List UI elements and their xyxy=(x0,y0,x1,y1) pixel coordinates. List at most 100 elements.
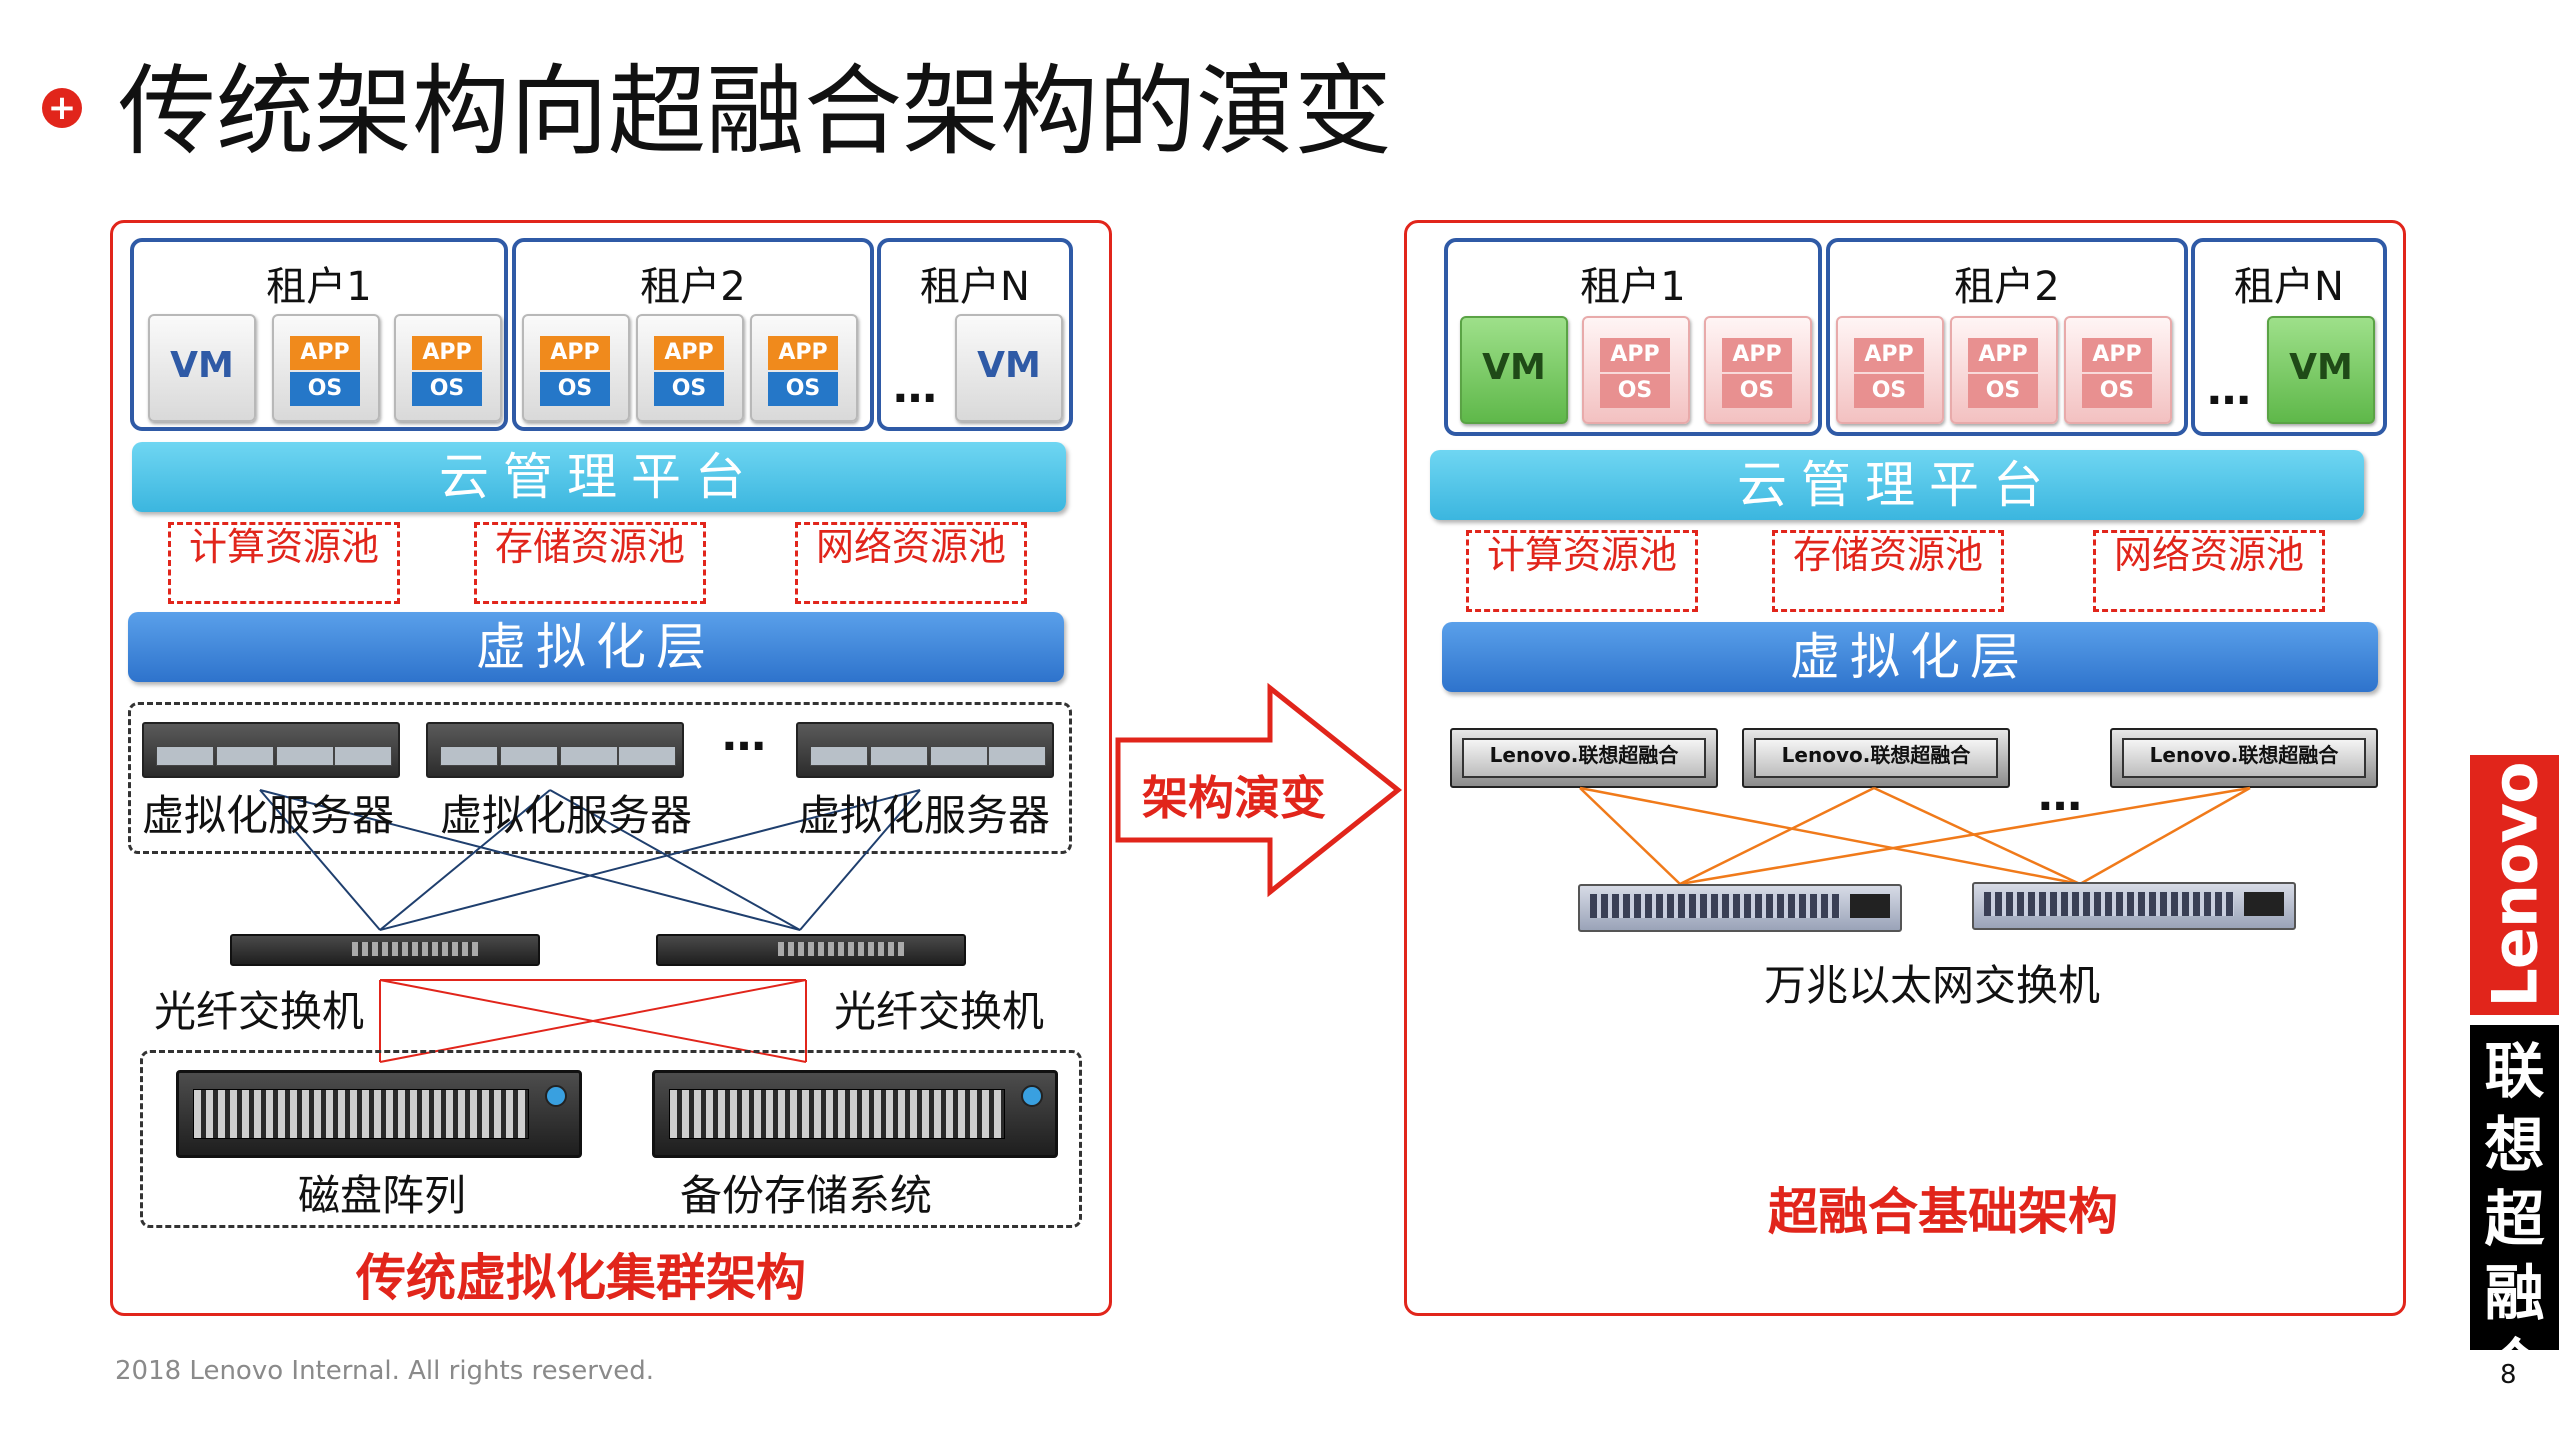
app-label: APP xyxy=(1722,338,1792,372)
hyperconverged-node: Lenovo.联想超融合 xyxy=(1450,728,1718,788)
copyright-footer: 2018 Lenovo Internal. All rights reserve… xyxy=(115,1356,655,1386)
os-label: OS xyxy=(1968,374,2038,408)
server-label: 虚拟化服务器 xyxy=(798,791,1051,840)
storage-pool: 存储资源池 xyxy=(474,522,706,604)
storage-label: 磁盘阵列 xyxy=(298,1171,467,1220)
left-tenant-2: 租户2 APP OS APP OS APP OS xyxy=(512,238,874,431)
link-line xyxy=(379,789,551,931)
right-tenant-2: 租户2 APP OS APP OS APP OS xyxy=(1826,238,2188,436)
right-tenant-1: 租户1 VM APP OS APP OS xyxy=(1444,238,1822,436)
os-label: OS xyxy=(654,372,724,406)
app-os-tile: APP OS xyxy=(1836,316,1944,424)
app-os-tile: APP OS xyxy=(522,314,630,422)
app-label: APP xyxy=(654,336,724,370)
nodes-ellipsis: … xyxy=(2038,770,2082,821)
hyperconverged-architecture-caption: 超融合基础架构 xyxy=(1768,1183,2118,1241)
link-line xyxy=(1873,786,2081,886)
compute-pool: 计算资源池 xyxy=(168,522,400,604)
network-pool: 网络资源池 xyxy=(2093,530,2325,612)
server-label: 虚拟化服务器 xyxy=(440,791,693,840)
storage-pool: 存储资源池 xyxy=(1772,530,2004,612)
virtualization-server xyxy=(426,722,684,778)
link-line xyxy=(2079,786,2251,886)
page-title: 传统架构向超融合架构的演变 xyxy=(118,55,1393,169)
link-line xyxy=(1679,786,1875,886)
app-label: APP xyxy=(1968,338,2038,372)
link-line xyxy=(379,789,921,931)
tenant-label: 租户1 xyxy=(266,264,372,310)
ethernet-switch xyxy=(1972,882,2296,930)
right-tenant-n: 租户N … VM xyxy=(2191,238,2387,436)
tenant-label: 租户N xyxy=(2234,264,2344,310)
evolution-label: 架构演变 xyxy=(1142,771,1326,825)
app-os-tile: APP OS xyxy=(636,314,744,422)
node-label: Lenovo.联想超融合 xyxy=(1754,738,1998,778)
hyperconverged-node: Lenovo.联想超融合 xyxy=(1742,728,2010,788)
tenant-label: 租户2 xyxy=(1954,264,2060,310)
tenant-label: 租户N xyxy=(920,264,1030,310)
right-connection-lines xyxy=(1579,786,2251,886)
left-tenant-1: 租户1 VM APP OS APP OS xyxy=(130,238,508,431)
storage-group xyxy=(140,1050,1082,1228)
link-line xyxy=(1679,786,2251,886)
plus-circle-icon: + xyxy=(42,88,82,128)
server-label: 虚拟化服务器 xyxy=(142,791,395,840)
ellipsis: … xyxy=(2207,364,2251,415)
fc-switch-label: 光纤交换机 xyxy=(154,987,365,1036)
vm-tile: VM xyxy=(148,314,256,422)
compute-pool: 计算资源池 xyxy=(1466,530,1698,612)
servers-ellipsis: … xyxy=(722,710,766,761)
app-os-tile: APP OS xyxy=(1582,316,1690,424)
app-os-tile: APP OS xyxy=(394,314,502,422)
vm-tile: VM xyxy=(1460,316,1568,424)
link-line xyxy=(1579,786,2081,886)
vm-tile: VM xyxy=(2267,316,2375,424)
virtualization-server xyxy=(142,722,400,778)
network-pool: 网络资源池 xyxy=(795,522,1027,604)
app-label: APP xyxy=(1854,338,1924,372)
os-label: OS xyxy=(768,372,838,406)
page-number: 8 xyxy=(2500,1360,2517,1390)
node-label: Lenovo.联想超融合 xyxy=(1462,738,1706,778)
backup-storage-system xyxy=(652,1070,1058,1158)
app-label: APP xyxy=(2082,338,2152,372)
fc-switch xyxy=(230,934,540,966)
ethernet-switch-label: 万兆以太网交换机 xyxy=(1764,961,2101,1010)
cloud-management-platform: 云管理平台 xyxy=(1430,450,2364,520)
os-label: OS xyxy=(1722,374,1792,408)
brand-tagline: 联 想 超 融 合 xyxy=(2470,1025,2559,1403)
virtualization-server xyxy=(796,722,1054,778)
link-line xyxy=(549,789,801,931)
vm-tile: VM xyxy=(955,314,1063,422)
tenant-label: 租户1 xyxy=(1580,264,1686,310)
link-line xyxy=(799,789,921,931)
app-os-tile: APP OS xyxy=(1950,316,2058,424)
link-line xyxy=(1579,787,1681,885)
app-label: APP xyxy=(540,336,610,370)
app-label: APP xyxy=(290,336,360,370)
app-os-tile: APP OS xyxy=(2064,316,2172,424)
app-label: APP xyxy=(412,336,482,370)
virtualization-layer: 虚拟化层 xyxy=(128,612,1064,682)
left-connection-lines xyxy=(259,789,921,1063)
fc-link-line xyxy=(379,979,807,1063)
evolution-arrow xyxy=(1115,682,1403,898)
fc-switch-label: 光纤交换机 xyxy=(834,987,1045,1036)
os-label: OS xyxy=(290,372,360,406)
os-label: OS xyxy=(1854,374,1924,408)
app-os-tile: APP OS xyxy=(1704,316,1812,424)
fc-switch xyxy=(656,934,966,966)
os-label: OS xyxy=(1600,374,1670,408)
traditional-architecture-caption: 传统虚拟化集群架构 xyxy=(356,1249,806,1307)
app-os-tile: APP OS xyxy=(750,314,858,422)
virtualization-layer: 虚拟化层 xyxy=(1442,622,2378,692)
servers-group xyxy=(128,702,1072,854)
os-label: OS xyxy=(412,372,482,406)
ethernet-switch xyxy=(1578,884,1902,932)
app-label: APP xyxy=(1600,338,1670,372)
app-label: APP xyxy=(768,336,838,370)
app-os-tile: APP OS xyxy=(272,314,380,422)
disk-array xyxy=(176,1070,582,1158)
storage-label: 备份存储系统 xyxy=(680,1171,933,1220)
tenant-label: 租户2 xyxy=(640,264,746,310)
